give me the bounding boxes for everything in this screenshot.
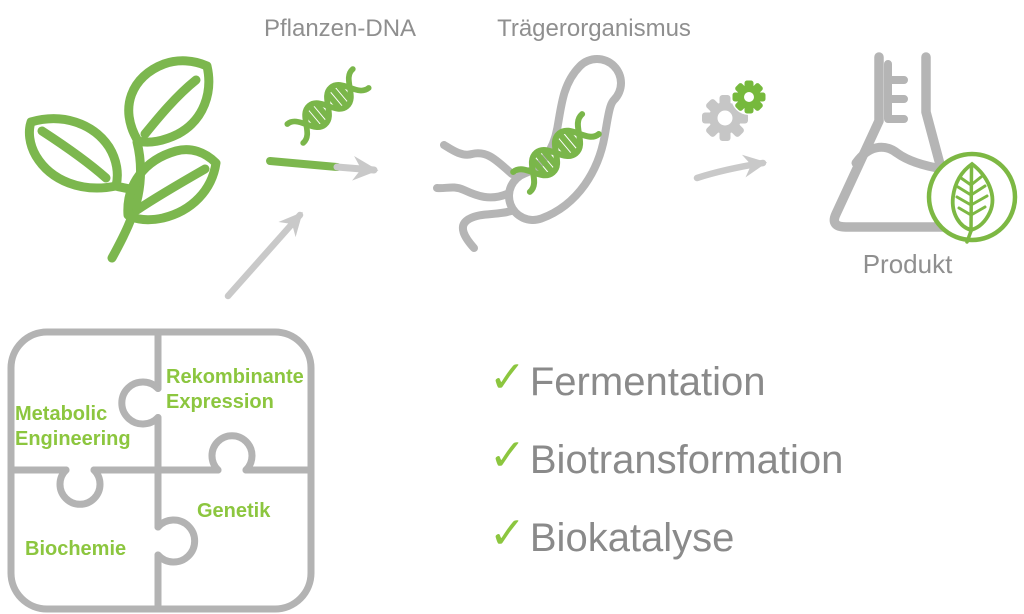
- leaf-badge-icon: [926, 151, 1018, 244]
- check-icon: ✓: [489, 353, 526, 402]
- puzzle-label-genetik: Genetik: [197, 500, 271, 522]
- checklist-item-label: Biokatalyse: [529, 516, 735, 560]
- puzzle-label-line: Rekombinante: [166, 366, 304, 388]
- plant-icon: [24, 56, 221, 263]
- capabilities-checklist: ✓ Fermentation ✓ Biotransformation ✓ Bio…: [489, 353, 844, 592]
- flask-scale-marks: [884, 60, 908, 123]
- dna-helix-icon: [287, 69, 368, 143]
- plant-leaf-top: [124, 56, 214, 147]
- checklist-item: ✓ Fermentation: [489, 353, 843, 407]
- puzzle-knob-left: [56, 466, 104, 508]
- plant-leaf-left-vein: [37, 126, 111, 183]
- gene-insert-arrow-icon: [266, 156, 379, 181]
- check-icon: ✓: [489, 431, 526, 480]
- check-icon: ✓: [489, 509, 526, 558]
- leaf-veins: [955, 175, 989, 217]
- bacterium-flagella: [433, 141, 518, 252]
- checklist-item-label: Biotransformation: [529, 438, 844, 482]
- plant-leaf-right-vein: [132, 164, 210, 215]
- puzzle-label-rekombinante-expression: Rekombinante Expression: [166, 365, 304, 415]
- checklist-item-label: Fermentation: [529, 360, 766, 404]
- puzzle-knob-bottom: [154, 516, 199, 566]
- carrier-organism-heading: Trägerorganismus: [497, 15, 691, 42]
- plant-leaf-top-vein: [140, 75, 201, 139]
- checklist-item: ✓ Biokatalyse: [489, 509, 843, 563]
- puzzle-icon: [7, 328, 315, 613]
- puzzle-label-line: Engineering: [15, 428, 131, 450]
- puzzle-label-biochemie: Biochemie: [25, 538, 127, 560]
- bacterium-icon: [433, 55, 625, 252]
- checklist-item: ✓ Biotransformation: [489, 431, 844, 485]
- leaf-vein-center: [969, 166, 974, 233]
- plant-leaf-right: [123, 145, 221, 225]
- puzzle-label-line: Expression: [166, 391, 274, 413]
- plant-stem: [107, 137, 145, 263]
- puzzle-knob-top: [118, 378, 162, 428]
- puzzle-knob-right: [208, 432, 256, 474]
- plant-dna-heading: Pflanzen-DNA: [263, 15, 417, 42]
- process-arrow-icon: [693, 154, 768, 182]
- gear-green-icon: [731, 79, 767, 115]
- plant-leaf-left: [24, 114, 122, 193]
- diagonal-arrow-icon: [224, 211, 304, 300]
- puzzle-label-metabolic-engineering: Metabolic Engineering: [15, 402, 131, 452]
- product-label: Produkt: [862, 249, 953, 279]
- puzzle-label-line: Metabolic: [15, 403, 108, 425]
- gear-gray-icon: [702, 95, 748, 141]
- leaf-stem: [965, 229, 973, 244]
- flask-liquid-line: [851, 142, 948, 174]
